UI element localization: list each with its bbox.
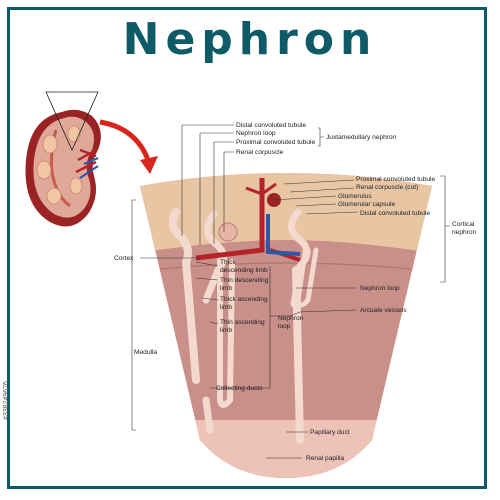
diagram-labels: Distal convoluted tubule Nephron loop Pr… bbox=[114, 122, 477, 462]
label-proximal-convoluted-tubule-right: Proximal convoluted tubule bbox=[356, 176, 436, 183]
label-proximal-convoluted-tubule: Proximal convoluted tubule bbox=[236, 139, 316, 146]
label-juxtamedullary-nephron: Juxtamedullary nephron bbox=[326, 134, 397, 141]
label-cortical-nephron: Cortical bbox=[452, 221, 475, 228]
label-distal-convoluted-tubule: Distal convoluted tubule bbox=[236, 122, 306, 129]
label-thin-descending-limb-2: limb bbox=[220, 285, 232, 292]
label-thick-descending-limb-2: descending limb bbox=[220, 267, 268, 274]
watermark-id: #338249676 bbox=[3, 381, 10, 420]
label-renal-corpuscle-cut: Renal corpuscle (cut) bbox=[356, 184, 418, 191]
label-thin-descending-limb: Thin descending bbox=[220, 277, 269, 284]
label-cortical-nephron-2: nephron bbox=[452, 229, 477, 236]
label-thick-ascending-limb: Thick ascending bbox=[220, 296, 268, 303]
label-collecting-ducts: Collecting ducts bbox=[216, 385, 263, 392]
label-renal-corpuscle: Renal corpuscle bbox=[236, 149, 284, 156]
label-arcuate-vessels: Arcuate vessels bbox=[360, 307, 407, 314]
label-nephron-loop: Nephron loop bbox=[236, 130, 276, 137]
pointer-arrow bbox=[99, 119, 158, 174]
label-thick-descending-limb: Thick bbox=[220, 259, 236, 266]
page-title: Nephron bbox=[122, 14, 378, 65]
label-papillary-duct: Papillary duct bbox=[310, 429, 350, 436]
label-renal-papilla: Renal papilla bbox=[306, 455, 344, 462]
label-thin-ascending-limb: Thin ascending bbox=[220, 319, 265, 326]
blood-vessels bbox=[195, 178, 301, 262]
label-glomerular-capsule: Glomerular capsule bbox=[338, 201, 396, 208]
label-glomerulus: Glomerulus bbox=[338, 193, 372, 200]
label-nephron-loop-mid-2: loop bbox=[278, 323, 291, 330]
renal-corpuscle-shape bbox=[218, 222, 238, 242]
leader-lines bbox=[131, 124, 450, 459]
label-thick-ascending-limb-2: limb bbox=[220, 304, 232, 311]
label-nephron-loop-mid: Nephron bbox=[278, 315, 304, 322]
label-thin-ascending-limb-2: limb bbox=[220, 327, 232, 334]
kidney-illustration bbox=[25, 91, 101, 227]
label-distal-convoluted-tubule-right: Distal convoluted tubule bbox=[360, 210, 430, 217]
label-cortex: Cortex bbox=[114, 255, 134, 262]
nephron-tubules bbox=[168, 208, 319, 444]
label-medulla: Medulla bbox=[134, 349, 157, 356]
border-frame bbox=[7, 7, 487, 489]
label-nephron-loop-right: Nephron loop bbox=[360, 285, 400, 292]
